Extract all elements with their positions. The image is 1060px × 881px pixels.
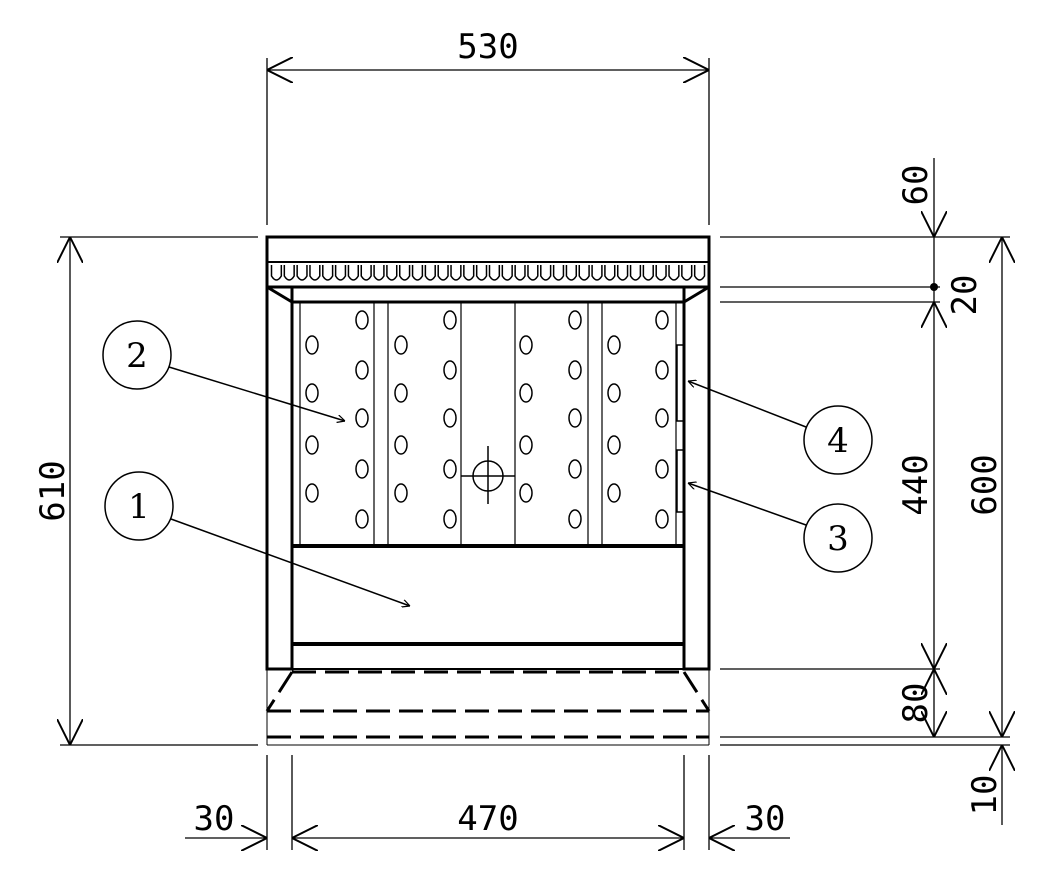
perforation-hole [655, 509, 669, 529]
perforation-hole [355, 509, 369, 529]
perforation-hole [607, 483, 621, 503]
perforation-hole [568, 509, 582, 529]
perforation-hole [443, 459, 457, 479]
dim-80-label: 80 [896, 683, 936, 724]
perforation-hole [568, 408, 582, 428]
callout-1: 1 [104, 471, 410, 606]
center-crosshair-icon [461, 446, 515, 504]
callout-2: 2 [102, 320, 345, 421]
perforation-hole [305, 435, 319, 455]
perforation-hole [394, 435, 408, 455]
callout-3: 3 [688, 483, 873, 573]
side-bracket-lower [676, 449, 685, 513]
perforation-hole [607, 435, 621, 455]
callout-1-label: 1 [128, 487, 150, 527]
perforation-hole [305, 383, 319, 403]
lower-panel [291, 545, 685, 645]
perforation-hole [394, 483, 408, 503]
dim-dot [930, 283, 938, 291]
dim-600-label: 600 [965, 454, 1005, 515]
perforation-hole [655, 360, 669, 380]
scallop-path [270, 265, 706, 281]
callouts: 1 2 3 4 [102, 320, 873, 606]
cabinet [265, 235, 711, 746]
callout-4: 4 [688, 381, 873, 475]
perforation-hole [655, 459, 669, 479]
perforation-hole [607, 383, 621, 403]
perforation-hole [519, 383, 533, 403]
callout-2-label: 2 [126, 336, 148, 376]
extension-lines [60, 58, 1010, 850]
dim-10-label: 10 [965, 775, 1005, 816]
dim-30-right-label: 30 [745, 799, 786, 839]
callout-4-label: 4 [827, 421, 849, 461]
perforation-hole [355, 310, 369, 330]
perforated-panel [291, 301, 685, 547]
dim-60-label: 60 [896, 165, 936, 206]
perforation-hole [607, 335, 621, 355]
perforation-hole [305, 335, 319, 355]
perforation-hole [443, 360, 457, 380]
perforation-hole [655, 408, 669, 428]
perforation-hole [443, 509, 457, 529]
left-post [265, 285, 294, 671]
dashed-base [265, 670, 711, 739]
dim-440-label: 440 [896, 454, 936, 515]
perforation-hole [443, 310, 457, 330]
perforation-hole [355, 408, 369, 428]
perforation-hole [519, 435, 533, 455]
perforation-hole [443, 408, 457, 428]
scallop-trim [270, 265, 706, 281]
perforation-hole [394, 335, 408, 355]
panel-dividers [299, 302, 677, 546]
dim-530-label: 530 [457, 27, 518, 67]
right-post [682, 285, 711, 671]
perforation-hole [519, 483, 533, 503]
perforation-hole [355, 360, 369, 380]
perforation-hole [355, 459, 369, 479]
dimension-labels: 530 470 30 30 610 60 20 440 600 80 10 [33, 27, 1005, 839]
dim-470-label: 470 [457, 799, 518, 839]
perforation-hole [305, 483, 319, 503]
callout-3-label: 3 [827, 519, 849, 559]
dimension-lines [70, 70, 1002, 838]
base-outline [266, 669, 710, 746]
dim-20-label: 20 [945, 275, 985, 316]
perforation-hole [568, 459, 582, 479]
perforation-hole [394, 383, 408, 403]
perforation-holes [305, 310, 669, 529]
side-bracket-upper [676, 344, 685, 422]
perforation-hole [655, 310, 669, 330]
perforation-hole [519, 335, 533, 355]
perforation-hole [568, 310, 582, 330]
dim-30-left-label: 30 [194, 799, 235, 839]
dim-610-label: 610 [33, 460, 73, 521]
perforation-hole [568, 360, 582, 380]
